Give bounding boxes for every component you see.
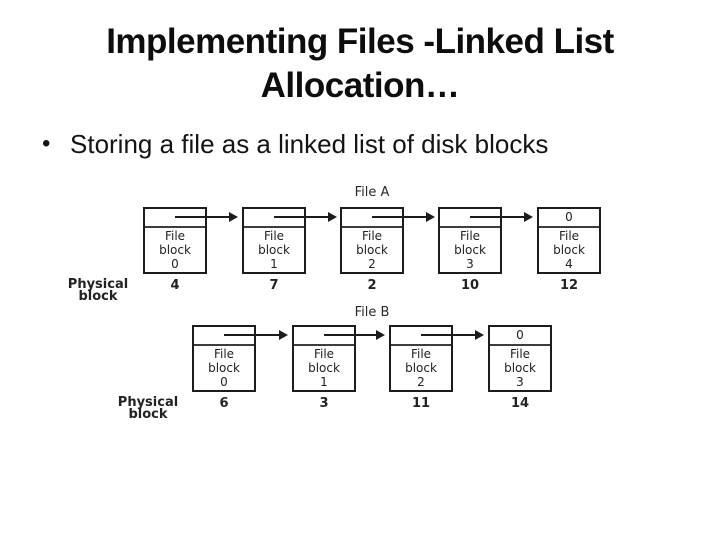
arrow-head-icon [328,212,337,222]
slide-title-line1: Implementing Files -Linked List [106,22,614,61]
arrow-head-icon [475,330,484,340]
file-a-block-3: File block 3 [438,207,502,274]
pointer-cell [145,209,205,228]
file-block-label: File block 2 [356,229,388,271]
file-a-block-1: File block 1 [242,207,306,274]
physical-block-number: 3 [319,396,329,411]
arrow-line [324,334,376,336]
file-a-label: File A [354,185,390,200]
physical-block-number: 11 [411,396,431,411]
arrow-line [175,216,229,218]
bullet-marker: • [42,130,51,157]
arrow-head-icon [279,330,288,340]
file-b-physical-block-label: Physical block [117,395,179,422]
file-block-label: File block 4 [553,229,585,271]
file-a-block-2: File block 2 [340,207,404,274]
file-b-block-0: File block 0 [192,325,256,392]
slide-title: Implementing Files -Linked List Allocati… [0,20,720,108]
null-pointer-cell: 0 [539,209,599,228]
file-b-block-1: File block 1 [292,325,356,392]
file-block-label: File block 1 [258,229,290,271]
pointer-cell [194,327,254,346]
arrow-line [274,216,328,218]
file-b-label: File B [354,305,390,320]
slide-title-line2: Allocation… [260,66,460,105]
physical-block-number: 4 [170,278,180,293]
file-a-block-0: File block 0 [143,207,207,274]
file-block-label: File block 3 [454,229,486,271]
bullet-text: Storing a file as a linked list of disk … [70,129,549,159]
physical-block-number: 12 [559,278,579,293]
file-block-label: File block 2 [405,347,437,389]
pointer-cell [294,327,354,346]
file-block-label: File block 0 [208,347,240,389]
pointer-cell [244,209,304,228]
physical-block-number: 2 [367,278,377,293]
arrow-line [372,216,426,218]
bullet-item: • Storing a file as a linked list of dis… [42,128,682,160]
file-a-block-4: 0 File block 4 [537,207,601,274]
arrow-head-icon [426,212,435,222]
file-block-label: File block 3 [504,347,536,389]
physical-block-number: 14 [510,396,530,411]
arrow-head-icon [229,212,238,222]
pointer-cell [440,209,500,228]
file-block-label: File block 0 [159,229,191,271]
arrow-head-icon [524,212,533,222]
arrow-line [470,216,524,218]
physical-block-number: 6 [219,396,229,411]
file-a-physical-block-label: Physical block [67,277,129,304]
pointer-cell [342,209,402,228]
file-block-label: File block 1 [308,347,340,389]
arrow-line [421,334,475,336]
arrow-line [224,334,279,336]
file-b-block-3: 0 File block 3 [488,325,552,392]
null-pointer-cell: 0 [490,327,550,346]
arrow-head-icon [376,330,385,340]
physical-block-number: 7 [269,278,279,293]
file-b-block-2: File block 2 [389,325,453,392]
physical-block-number: 10 [460,278,480,293]
pointer-cell [391,327,451,346]
